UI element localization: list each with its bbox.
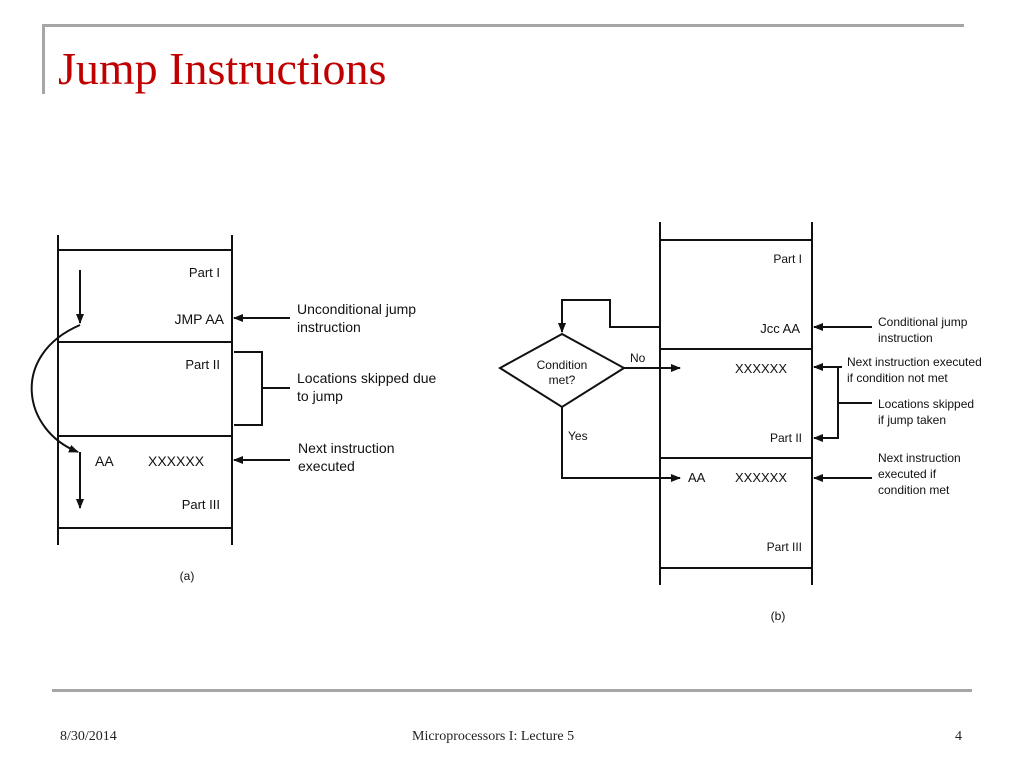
footer-page-number: 4 <box>955 729 962 744</box>
diagram-a-text: Part I JMP AA Part II AA XXXXXX Part III… <box>95 265 437 583</box>
xxxxxx-a: XXXXXX <box>148 453 205 469</box>
xxxxxx-b-top: XXXXXX <box>735 361 787 376</box>
part1-a: Part I <box>189 265 220 280</box>
aa-b: AA <box>688 470 706 485</box>
skipped-label-b-1: Locations skipped <box>878 397 974 411</box>
cond-label-1: Conditional jump <box>878 315 968 329</box>
jmp-aa: JMP AA <box>174 311 224 327</box>
part2-b: Part II <box>770 431 802 445</box>
top-rule <box>44 24 964 27</box>
next-not-label-1: Next instruction executed <box>847 355 982 369</box>
next-not-label-2: if condition not met <box>847 371 948 385</box>
cond-label-2: instruction <box>878 331 933 345</box>
uncond-label-1: Unconditional jump <box>297 301 416 317</box>
next-met-label-1: Next instruction <box>878 451 961 465</box>
left-rule <box>42 24 45 94</box>
slide-title: Jump Instructions <box>58 43 387 94</box>
diagram-b <box>498 222 872 585</box>
footer-date: 8/30/2014 <box>60 729 117 744</box>
next-met-label-3: condition met <box>878 483 950 497</box>
decision-text-2: met? <box>549 373 576 387</box>
jump-curve-arrow-a <box>30 324 81 453</box>
part2-a: Part II <box>185 357 220 372</box>
yes-label: Yes <box>568 429 588 443</box>
skipped-label-b-2: if jump taken <box>878 413 946 427</box>
caption-b: (b) <box>771 609 786 623</box>
footer-course: Microprocessors I: Lecture 5 <box>412 729 575 744</box>
next-label-a-1: Next instruction <box>298 440 394 456</box>
aa-a: AA <box>95 453 114 469</box>
caption-a: (a) <box>180 569 195 583</box>
part1-b: Part I <box>773 252 802 266</box>
uncond-label-2: instruction <box>297 319 361 335</box>
bottom-rule <box>52 689 972 692</box>
next-label-a-2: executed <box>298 458 355 474</box>
skipped-bracket-b <box>813 366 839 442</box>
skipped-bracket-a <box>234 351 263 426</box>
diagram-b-text: Part I Jcc AA XXXXXX Part II AA XXXXXX P… <box>537 252 982 623</box>
yes-branch-arrow <box>561 407 681 482</box>
decision-text-1: Condition <box>537 358 588 372</box>
no-label: No <box>630 351 646 365</box>
xxxxxx-b-bottom: XXXXXX <box>735 470 787 485</box>
part3-a: Part III <box>182 497 220 512</box>
skipped-label-a-2: to jump <box>297 388 343 404</box>
part3-b: Part III <box>767 540 802 554</box>
next-met-label-2: executed if <box>878 467 937 481</box>
flow-into-decision <box>558 299 660 333</box>
diagram-a <box>30 235 290 545</box>
skipped-label-a-1: Locations skipped due <box>297 370 437 386</box>
jcc-aa: Jcc AA <box>760 321 800 336</box>
